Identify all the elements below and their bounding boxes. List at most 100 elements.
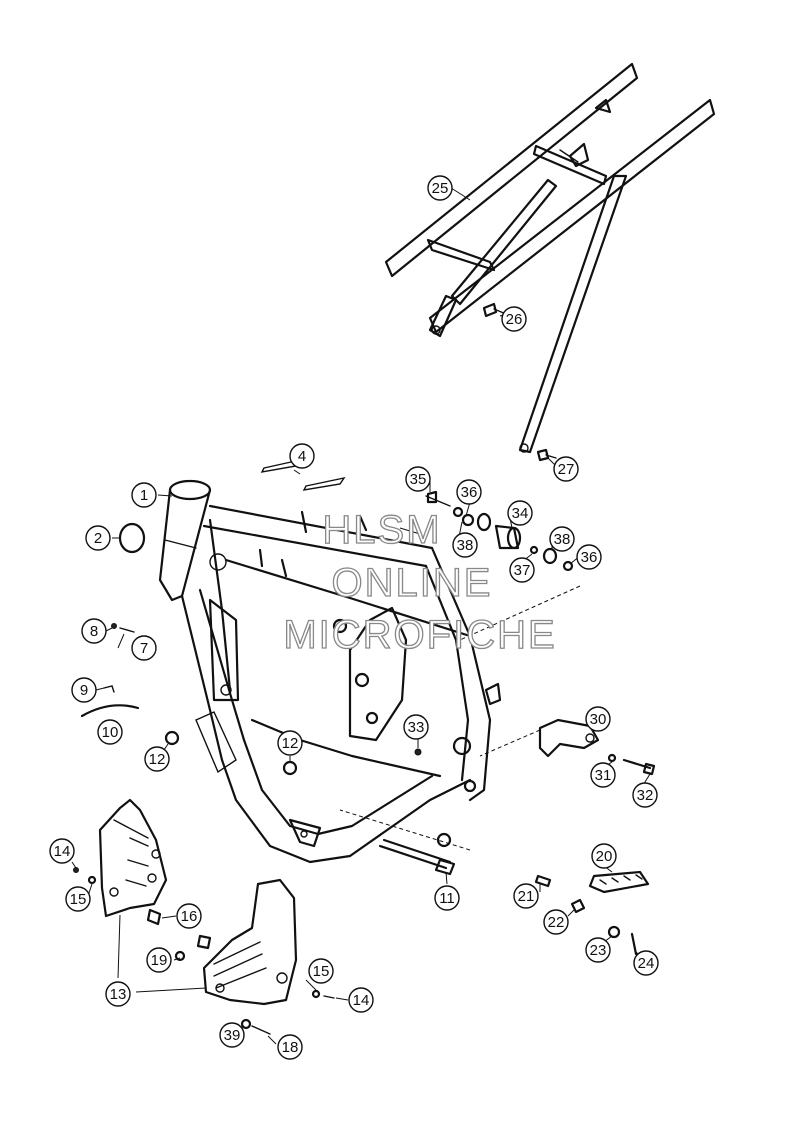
callout-circle — [403, 714, 429, 740]
callout-label: 27 — [558, 461, 575, 478]
callout-19: 19 — [146, 947, 172, 973]
callout-circle — [543, 909, 569, 935]
hose-10 — [80, 704, 140, 718]
callout-label: 14 — [54, 843, 71, 860]
callout-circle — [144, 746, 170, 772]
watermark-line-3: MICROFICHE — [283, 613, 556, 657]
callout-circle — [507, 500, 533, 526]
callout-36a: 36 — [456, 479, 482, 505]
callout-label: 21 — [518, 888, 535, 905]
callout-label: 7 — [140, 640, 148, 657]
callout-circle — [289, 443, 315, 469]
callout-39: 39 — [219, 1022, 245, 1048]
frame-guard-upper — [98, 798, 168, 918]
callout-circle — [553, 456, 579, 482]
callout-label: 22 — [548, 914, 565, 931]
callout-label: 23 — [590, 942, 607, 959]
nut-8 — [111, 623, 117, 629]
callout-circle — [65, 886, 91, 912]
callout-circle — [590, 762, 616, 788]
callout-25: 25 — [427, 175, 453, 201]
watermark: HLSM ONLINE MICROFICHE — [283, 507, 556, 657]
callout-circle — [105, 981, 131, 1007]
rear-subframe — [384, 62, 716, 454]
callout-15a: 15 — [65, 886, 91, 912]
main-frame — [158, 479, 502, 864]
callout-circle — [131, 482, 157, 508]
callout-label: 36 — [461, 484, 478, 501]
callout-circle — [71, 677, 97, 703]
callout-circle — [427, 175, 453, 201]
callout-label: 20 — [596, 848, 613, 865]
callout-bubbles: 1247891011121213141415151618192021222324… — [49, 175, 659, 1060]
callout-20: 20 — [591, 843, 617, 869]
callout-label: 9 — [80, 682, 88, 699]
callout-label: 1 — [140, 487, 148, 504]
callout-21: 21 — [513, 883, 539, 909]
callout-circle — [146, 947, 172, 973]
callout-circle — [277, 730, 303, 756]
callout-26: 26 — [501, 306, 527, 332]
callout-30: 30 — [585, 706, 611, 732]
clip-9 — [103, 685, 115, 693]
callout-16: 16 — [176, 903, 202, 929]
callout-circle — [131, 635, 157, 661]
callout-circle — [591, 843, 617, 869]
callout-label: 11 — [439, 890, 455, 907]
callout-label: 26 — [506, 311, 523, 328]
callout-15b: 15 — [308, 958, 334, 984]
callout-circle — [81, 618, 107, 644]
callout-33: 33 — [403, 714, 429, 740]
callout-label: 4 — [298, 448, 306, 465]
callout-circle — [549, 526, 575, 552]
callout-label: 2 — [94, 530, 102, 547]
callout-circle — [633, 950, 659, 976]
callout-22: 22 — [543, 909, 569, 935]
frame-guard-lower — [202, 878, 298, 1006]
callout-label: 37 — [514, 562, 531, 579]
callout-label: 25 — [432, 180, 449, 197]
callout-label: 33 — [408, 719, 425, 736]
callout-label: 15 — [70, 891, 87, 908]
watermark-line-2: ONLINE — [332, 561, 493, 605]
callout-32: 32 — [632, 782, 658, 808]
callout-circle — [219, 1022, 245, 1048]
callout-label: 24 — [638, 955, 655, 972]
callout-label: 18 — [282, 1039, 299, 1056]
callout-label: 34 — [512, 505, 529, 522]
nut-12-center — [282, 760, 298, 776]
callout-7: 7 — [131, 635, 157, 661]
callout-35: 35 — [405, 466, 431, 492]
callout-31: 31 — [590, 762, 616, 788]
callout-36b: 36 — [576, 544, 602, 570]
callout-circle — [85, 525, 111, 551]
callout-circle — [452, 532, 478, 558]
callout-11: 11 — [434, 885, 460, 911]
footpeg — [534, 870, 650, 956]
callout-label: 30 — [590, 711, 607, 728]
callout-label: 38 — [457, 537, 474, 554]
guard-hardware — [73, 867, 335, 1035]
callout-label: 38 — [554, 531, 571, 548]
callout-circle — [632, 782, 658, 808]
callout-23: 23 — [585, 937, 611, 963]
nut-33 — [414, 748, 422, 756]
callout-circle — [277, 1034, 303, 1060]
callout-38a: 38 — [452, 532, 478, 558]
callout-label: 36 — [581, 549, 598, 566]
callout-circle — [513, 883, 539, 909]
callout-circle — [405, 466, 431, 492]
callout-label: 39 — [224, 1027, 241, 1044]
callout-circle — [434, 885, 460, 911]
watermark-line-1: HLSM — [322, 508, 441, 552]
callout-label: 31 — [595, 767, 612, 784]
engine-bolt — [378, 838, 456, 876]
callout-24: 24 — [633, 950, 659, 976]
callout-label: 10 — [102, 724, 119, 741]
callout-18: 18 — [277, 1034, 303, 1060]
callout-circle — [308, 958, 334, 984]
callout-label: 12 — [282, 735, 299, 752]
callout-circle — [348, 987, 374, 1013]
screw-7 — [119, 627, 135, 633]
